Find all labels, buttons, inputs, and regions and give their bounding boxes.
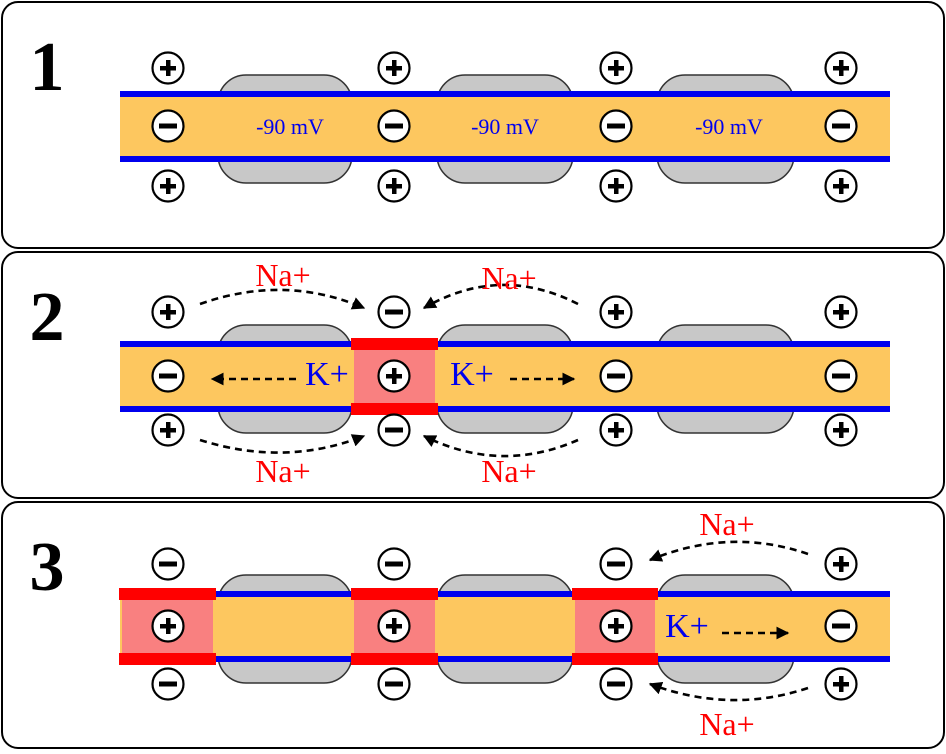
negative-charge-icon (151, 109, 185, 143)
membrane-potential-label: -90 mV (471, 114, 539, 139)
axon-membrane-bottom (120, 156, 890, 162)
positive-charge-icon (824, 413, 858, 447)
negative-charge-icon (599, 359, 633, 393)
potassium-label: K+ (450, 356, 494, 393)
positive-charge-icon (151, 295, 185, 329)
panel-step-1: 1 -90 mV -90 mV -90 mV (1, 1, 945, 249)
negative-charge-icon (824, 109, 858, 143)
depolarized-membrane-top (119, 588, 216, 600)
axon-membrane-top (120, 91, 890, 97)
potassium-label: K+ (665, 608, 709, 645)
negative-charge-icon (377, 667, 411, 701)
positive-charge-icon (377, 359, 411, 393)
positive-charge-icon (824, 295, 858, 329)
positive-charge-icon (599, 51, 633, 85)
sodium-label: Na+ (699, 506, 754, 542)
current-arrow (199, 434, 366, 454)
negative-charge-icon (599, 547, 633, 581)
negative-charge-icon (151, 359, 185, 393)
membrane-potential-label: -90 mV (695, 114, 763, 139)
negative-charge-icon (151, 667, 185, 701)
step-number: 1 (30, 29, 65, 106)
axon-membrane-bottom (120, 406, 890, 412)
negative-charge-icon (824, 609, 858, 643)
depolarized-membrane-bottom (572, 653, 658, 665)
axoplasm (120, 344, 890, 409)
negative-charge-icon (599, 667, 633, 701)
axon-membrane-bottom (120, 656, 890, 662)
depolarized-membrane-bottom (351, 403, 438, 415)
positive-charge-icon (824, 51, 858, 85)
positive-charge-icon (599, 413, 633, 447)
depolarized-membrane-top (351, 338, 438, 350)
negative-charge-icon (377, 413, 411, 447)
panel-step-3: 3Na+Na+K+ (1, 501, 945, 749)
depolarized-membrane-top (572, 588, 658, 600)
negative-charge-icon (824, 359, 858, 393)
positive-charge-icon (151, 609, 185, 643)
axon-membrane-top (120, 341, 890, 347)
positive-charge-icon (599, 295, 633, 329)
panel-step-2: 2Na+Na+Na+Na+K+K+ (1, 251, 945, 499)
positive-charge-icon (151, 169, 185, 203)
membrane-potential-label: -90 mV (256, 114, 324, 139)
depolarized-membrane-top (351, 588, 438, 600)
negative-charge-icon (377, 547, 411, 581)
positive-charge-icon (824, 667, 858, 701)
sodium-label: Na+ (699, 706, 754, 742)
potassium-label: K+ (305, 356, 349, 393)
sodium-label: Na+ (481, 453, 536, 489)
negative-charge-icon (377, 295, 411, 329)
current-arrow (648, 540, 809, 562)
sodium-label: Na+ (255, 453, 310, 489)
depolarized-membrane-bottom (119, 653, 216, 665)
negative-charge-icon (599, 109, 633, 143)
positive-charge-icon (824, 169, 858, 203)
positive-charge-icon (824, 547, 858, 581)
positive-charge-icon (377, 609, 411, 643)
positive-charge-icon (151, 413, 185, 447)
positive-charge-icon (377, 51, 411, 85)
positive-charge-icon (599, 169, 633, 203)
current-arrow (199, 288, 366, 310)
depolarized-membrane-bottom (351, 653, 438, 665)
axoplasm (120, 94, 890, 159)
step-number: 3 (30, 529, 65, 606)
positive-charge-icon (377, 169, 411, 203)
negative-charge-icon (151, 547, 185, 581)
axon-membrane-top (120, 591, 890, 597)
positive-charge-icon (599, 609, 633, 643)
sodium-label: Na+ (255, 257, 310, 293)
sodium-label: Na+ (481, 260, 536, 296)
negative-charge-icon (377, 109, 411, 143)
current-arrow (648, 682, 809, 702)
step-number: 2 (30, 279, 65, 356)
positive-charge-icon (151, 51, 185, 85)
axoplasm (120, 594, 890, 659)
